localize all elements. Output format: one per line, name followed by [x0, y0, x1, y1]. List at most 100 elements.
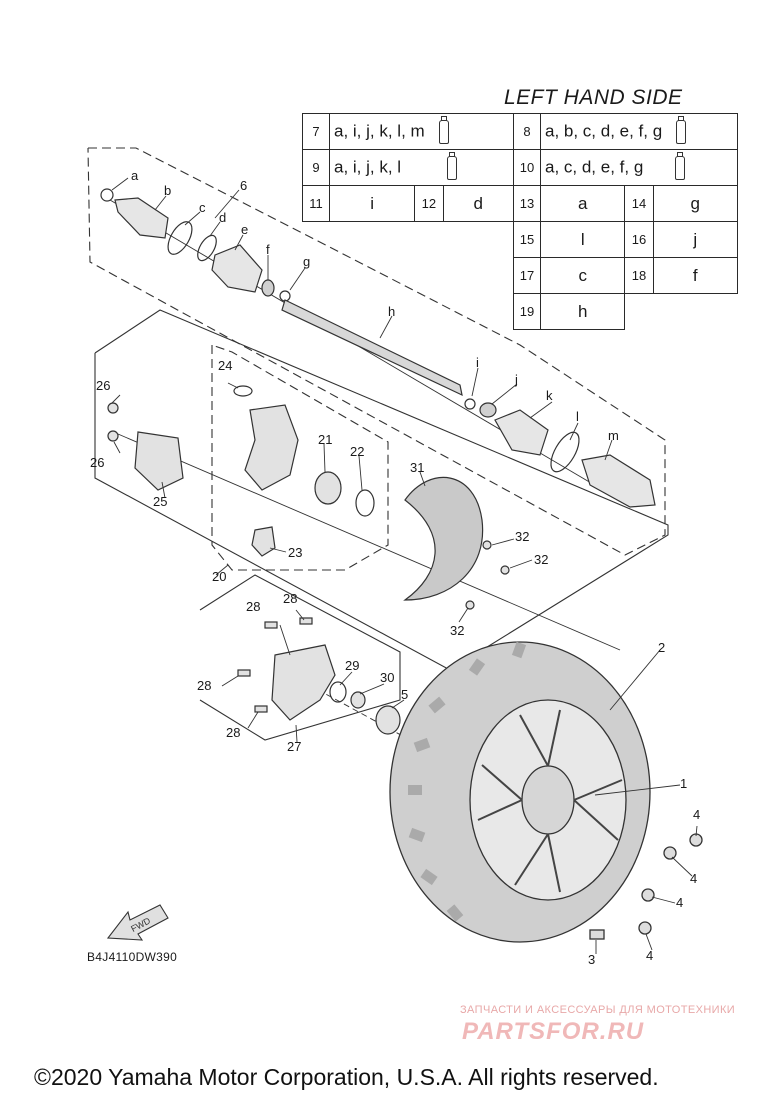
grease-tube-icon [438, 115, 449, 144]
callout-2: 2 [658, 640, 665, 655]
watermark-tagline: ЗАПЧАСТИ И АКСЕССУАРЫ ДЛЯ МОТОТЕХНИКИ [460, 1004, 736, 1016]
callout-c: c [199, 200, 206, 215]
bolt-28-c [237, 669, 251, 677]
cv-joint-b [114, 197, 169, 239]
legend-value: a, i, j, k, l [329, 149, 514, 186]
callout-4-c: 4 [676, 895, 683, 910]
callout-l: l [576, 409, 579, 424]
callout-k: k [546, 388, 553, 403]
ring-i [464, 398, 476, 410]
cover-25 [134, 431, 184, 491]
legend-value: g [652, 185, 739, 222]
side-title: LEFT HAND SIDE [504, 86, 683, 109]
callout-28-a: 28 [246, 599, 260, 614]
callout-b: b [164, 183, 171, 198]
callout-27: 27 [287, 739, 301, 754]
callout-29: 29 [345, 658, 359, 673]
callout-24: 24 [218, 358, 232, 373]
bolt-32-c [465, 600, 475, 610]
bolt-26-top [107, 402, 119, 414]
legend-value: i [328, 185, 416, 222]
callout-4-d: 4 [646, 948, 653, 963]
grease-tube-icon [675, 151, 686, 180]
legend-value: j [652, 221, 739, 258]
callout-4-a: 4 [693, 807, 700, 822]
callout-g: g [303, 254, 310, 269]
band-c [167, 221, 193, 255]
rim-spokes [477, 709, 623, 893]
callout-30: 30 [380, 670, 394, 685]
callout-32-c: 32 [450, 623, 464, 638]
wheel-nut-4-a [663, 846, 677, 860]
fwd-arrow-icon: FWD [106, 904, 169, 941]
bolt-28-b [299, 617, 313, 625]
callout-25: 25 [153, 494, 167, 509]
boot-k [494, 409, 549, 456]
group-knuckle-outline [94, 309, 669, 671]
knuckle-axis-line [117, 433, 621, 651]
circlip-22 [355, 489, 375, 517]
legend-no: 16 [624, 221, 654, 258]
knuckle-20 [244, 404, 299, 491]
ball-joint-23 [251, 526, 276, 557]
callout-3: 3 [588, 952, 595, 967]
callout-28-d: 28 [226, 725, 240, 740]
legend-no: 12 [414, 185, 444, 222]
callout-i: i [476, 355, 479, 370]
callout-31: 31 [410, 460, 424, 475]
legend-value: a, i, j, k, l, m [329, 113, 514, 150]
callout-23: 23 [288, 545, 302, 560]
legend-no: 13 [513, 185, 541, 222]
legend-value: c [539, 257, 626, 294]
band-l [550, 431, 580, 473]
callout-5: 5 [401, 687, 408, 702]
grease-tube-icon [447, 151, 458, 180]
band-j [479, 402, 497, 418]
lubricant-legend-table: 7 a, i, j, k, l, m 8 a, b, c, d, e, f, g… [302, 113, 739, 330]
wheel-nut-4-c [641, 888, 655, 902]
copyright-notice: ©2020 Yamaha Motor Corporation, U.S.A. A… [34, 1064, 659, 1090]
legend-no: 11 [302, 185, 330, 222]
callout-32-b: 32 [534, 552, 548, 567]
band-f [261, 279, 275, 297]
callout-20: 20 [212, 569, 226, 584]
ring-d [197, 234, 217, 262]
legend-no: 10 [513, 149, 541, 186]
watermark-logo: PARTSFOR.RU [462, 1018, 645, 1045]
callout-1: 1 [680, 776, 687, 791]
callout-28-b: 28 [283, 591, 297, 606]
legend-value: h [539, 293, 626, 330]
callout-26-b: 26 [90, 455, 104, 470]
callout-22: 22 [350, 444, 364, 459]
callout-28-c: 28 [197, 678, 211, 693]
bolt-28-d [254, 705, 268, 713]
grease-tube-icon [676, 115, 687, 144]
legend-value: a, b, c, d, e, f, g [540, 113, 738, 150]
callout-21: 21 [318, 432, 332, 447]
callout-a: a [131, 168, 139, 183]
callout-f: f [266, 242, 270, 257]
group-hub-outline [199, 574, 401, 741]
cv-joint-m [581, 454, 656, 508]
hub-27 [271, 644, 336, 721]
callout-m: m [608, 428, 619, 443]
legend-no: 15 [513, 221, 541, 258]
tire-tread [408, 641, 527, 922]
boot-e [211, 244, 263, 293]
legend-value: a, c, d, e, f, g [540, 149, 738, 186]
nut-cap-5 [375, 705, 401, 735]
bolt-32-a [482, 540, 492, 550]
brake-disc-31 [403, 476, 484, 601]
rim-hub [521, 765, 575, 835]
nut-30 [350, 691, 366, 709]
callout-h: h [388, 304, 395, 319]
shaft-h [281, 299, 463, 397]
legend-value: l [539, 221, 626, 258]
legend-value: f [652, 257, 739, 294]
bearing-21 [314, 471, 342, 505]
bolt-32-b [500, 565, 510, 575]
callout-d: d [219, 210, 226, 225]
callout-26-a: 26 [96, 378, 110, 393]
bolt-28-a [264, 621, 278, 629]
